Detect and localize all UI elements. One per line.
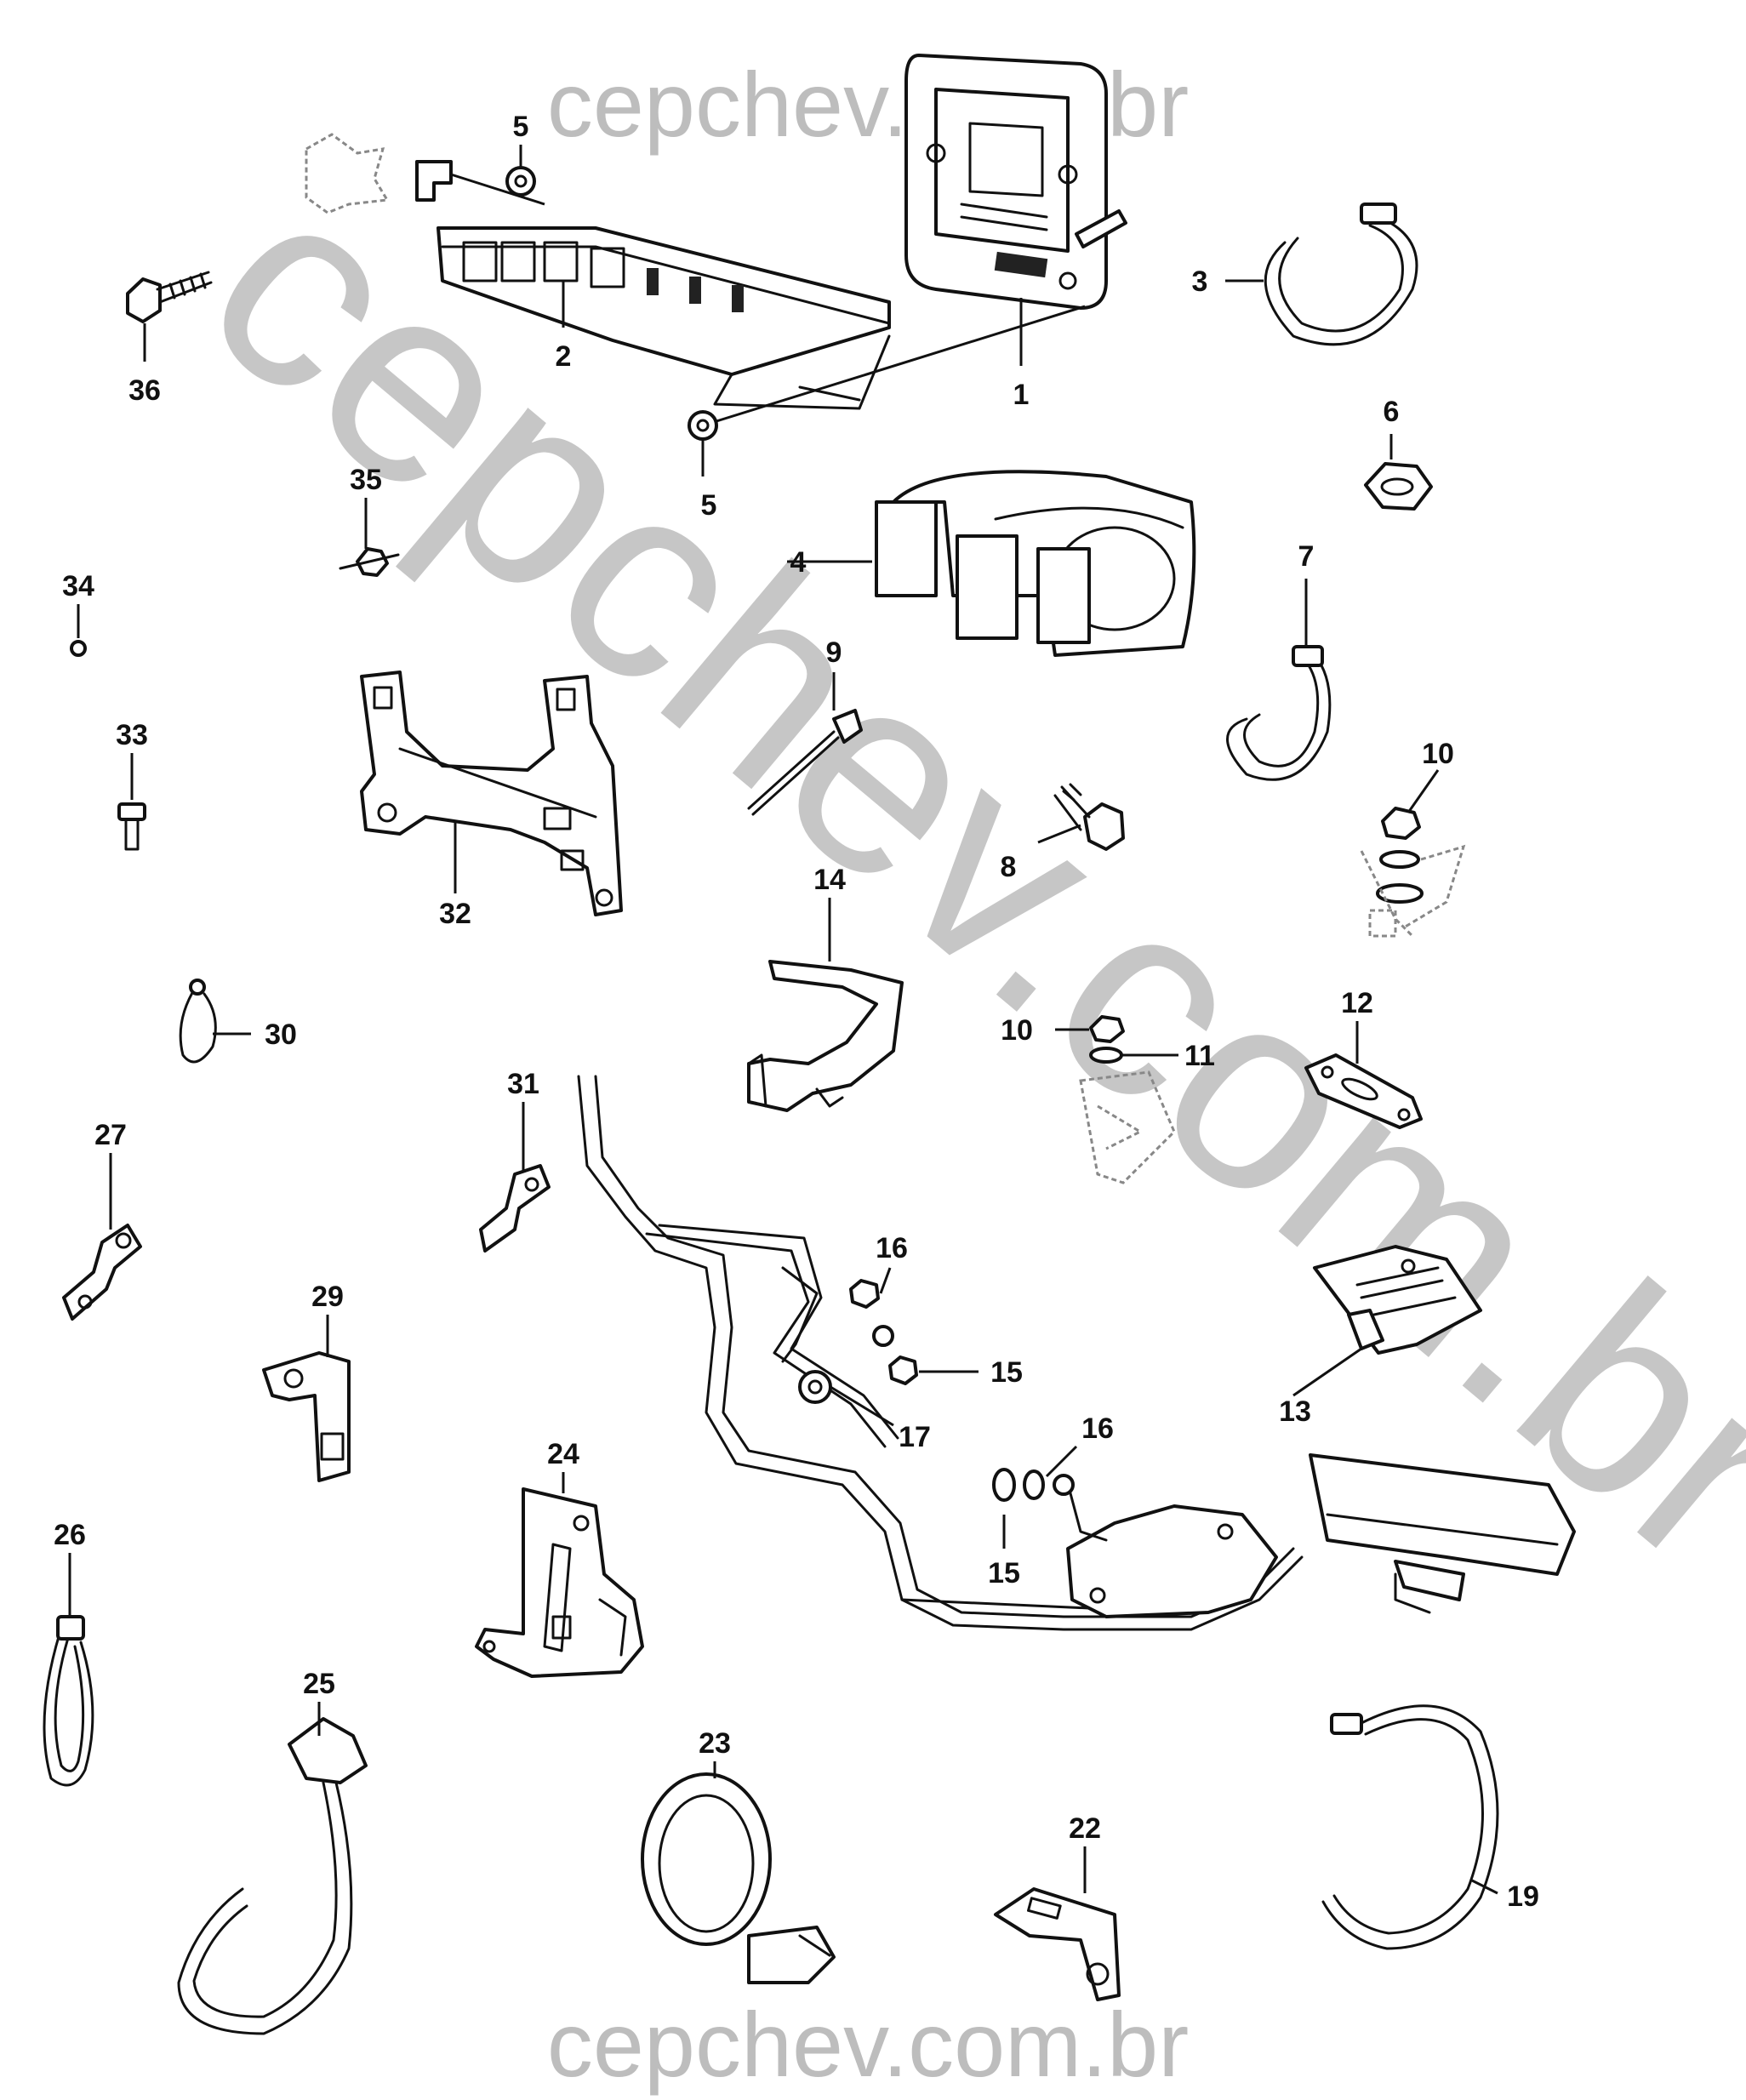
callout-15-right: 15: [990, 1356, 1023, 1389]
callout-16-upper: 16: [876, 1232, 908, 1264]
nut-icon: [688, 305, 1086, 441]
bracket-icon: [360, 671, 623, 916]
callout-17: 17: [899, 1421, 931, 1453]
nut-icon: [992, 1468, 1108, 1542]
nut-icon: [798, 1279, 918, 1404]
bracket-icon: [479, 1164, 551, 1253]
callout-14: 14: [813, 864, 846, 896]
bracket-icon: [305, 133, 891, 410]
cable-tie-icon: [1264, 203, 1418, 346]
bracket-icon: [475, 1487, 644, 1678]
fuse-box-icon: [904, 54, 1127, 310]
cable-tie-icon: [1321, 1704, 1499, 1950]
callout-10-lower: 10: [1001, 1014, 1033, 1047]
nut-icon: [1364, 462, 1433, 511]
callout-36: 36: [128, 374, 161, 407]
cable-tie-icon: [177, 1717, 368, 2035]
callout-27: 27: [94, 1119, 127, 1151]
callout-12: 12: [1341, 987, 1373, 1019]
cable-tie-icon: [1226, 645, 1332, 781]
bracket-icon: [747, 960, 904, 1112]
callout-11: 11: [1184, 1040, 1215, 1072]
callout-35: 35: [350, 464, 382, 496]
callout-34: 34: [62, 570, 94, 602]
nut-icon: [70, 640, 87, 657]
callout-8: 8: [1001, 851, 1017, 883]
callout-6: 6: [1384, 396, 1400, 428]
bracket-icon: [179, 979, 217, 1064]
cable-tie-icon: [43, 1615, 94, 1787]
callout-10-upper: 10: [1422, 738, 1454, 770]
callout-3: 3: [1192, 265, 1208, 298]
callout-16-lower: 16: [1081, 1412, 1114, 1445]
screw-icon: [126, 271, 213, 323]
callout-25: 25: [303, 1668, 335, 1700]
screw-icon: [117, 802, 146, 851]
callout-32: 32: [439, 898, 471, 930]
callout-30: 30: [265, 1019, 297, 1051]
callout-7: 7: [1298, 540, 1315, 573]
callout-4: 4: [790, 546, 807, 579]
nut-icon: [505, 166, 536, 197]
callout-31: 31: [507, 1068, 539, 1100]
bracket-icon: [641, 1772, 836, 1984]
callout-9: 9: [826, 636, 842, 669]
callout-5-lower: 5: [701, 489, 717, 522]
nut-icon: [339, 547, 400, 577]
bracket-icon: [262, 1351, 351, 1482]
callout-33: 33: [116, 719, 148, 751]
watermark-bottom: cepchev.com.br: [547, 1993, 1189, 2096]
harness-icon: [577, 1075, 1576, 1631]
callout-29: 29: [311, 1281, 344, 1313]
callout-15-lower: 15: [988, 1557, 1020, 1589]
callout-13: 13: [1279, 1395, 1311, 1428]
bracket-icon: [1313, 1245, 1482, 1355]
callout-22: 22: [1069, 1812, 1101, 1845]
nut-icon: [1360, 807, 1466, 938]
callout-5-upper: 5: [513, 111, 529, 143]
callout-19: 19: [1507, 1880, 1539, 1913]
callout-labels: 1 2 3 4 5 5 6 7 8 9 10 10 11 12 13 14 15…: [54, 111, 1539, 1913]
callout-24: 24: [547, 1438, 579, 1470]
callout-1: 1: [1013, 379, 1030, 411]
screw-icon: [1053, 783, 1125, 851]
callout-26: 26: [54, 1519, 86, 1551]
leader-lines: [68, 145, 1498, 1895]
bracket-icon: [875, 470, 1196, 657]
callout-23: 23: [699, 1727, 731, 1760]
bracket-icon: [994, 1887, 1121, 2001]
callout-2: 2: [556, 340, 572, 373]
bracket-icon: [1304, 1053, 1423, 1129]
cable-tie-icon: [747, 709, 863, 816]
bracket-icon: [62, 1224, 142, 1321]
nut-icon: [1079, 1015, 1176, 1184]
